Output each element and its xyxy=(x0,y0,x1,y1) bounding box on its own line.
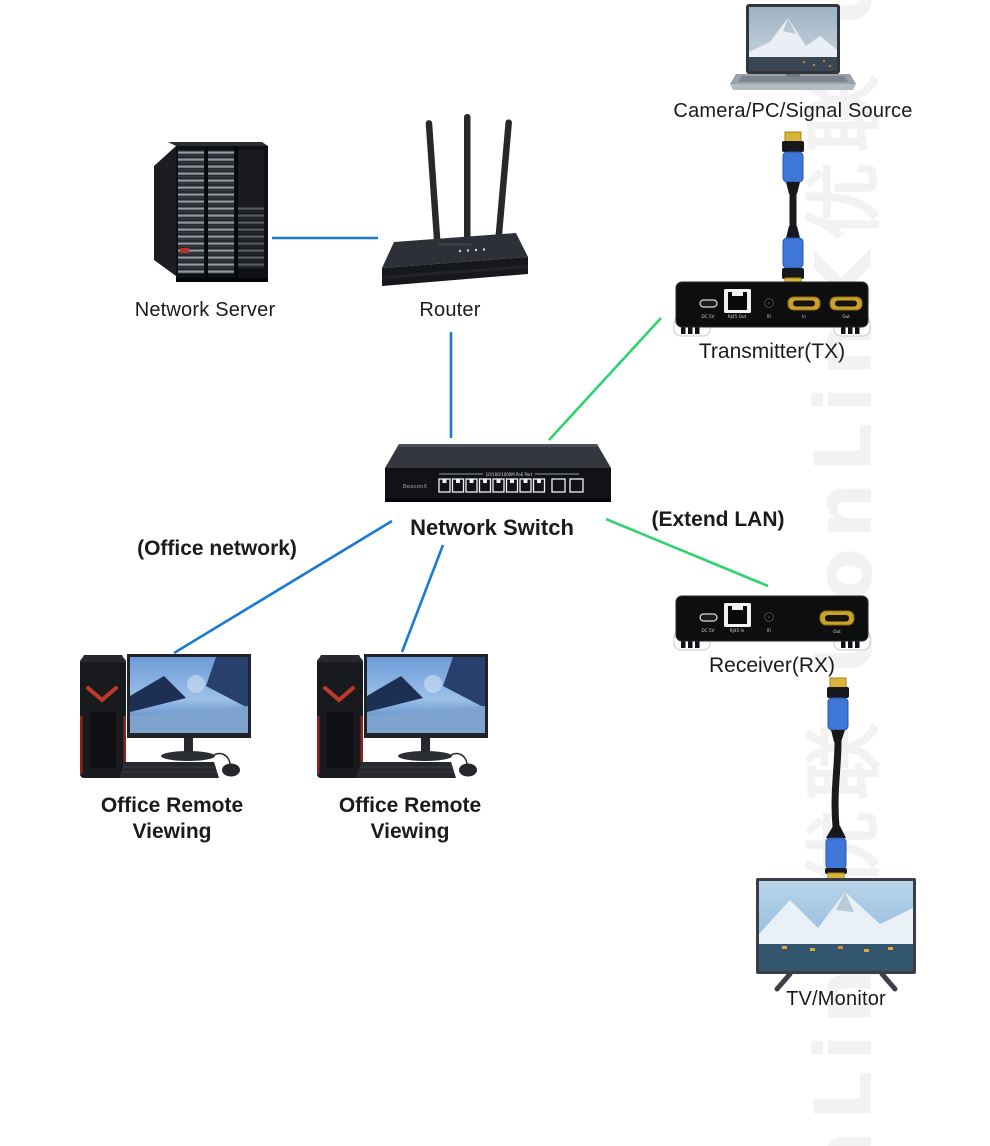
router-leds xyxy=(438,243,486,253)
switch-panel-text: 10/100/1000M PoE Port xyxy=(486,472,533,477)
pc-tower xyxy=(317,655,363,778)
switch-brand: BeeconX xyxy=(403,484,427,490)
transmitter-label: Transmitter(TX) xyxy=(698,340,846,363)
edge-switch-pc1 xyxy=(173,519,393,655)
office-pc-2-label-line2: Viewing xyxy=(370,820,450,843)
router-image xyxy=(382,114,528,286)
office-pc-2-label-line1: Office Remote xyxy=(338,794,482,817)
receiver-label: Receiver(RX) xyxy=(708,654,836,677)
office-pc-1-label: Office Remote Viewing xyxy=(101,793,243,845)
transmitter-image: DC 5V RJ45 Out IR In Out xyxy=(673,281,871,337)
pc-mouse xyxy=(448,752,477,777)
pc-monitor xyxy=(364,654,488,761)
svg-text:Out: Out xyxy=(842,314,850,319)
pc-tower xyxy=(80,655,126,778)
network-switch-image: BeeconX 10/100/1000M PoE Port xyxy=(385,444,611,502)
pc-monitor xyxy=(127,654,251,761)
tv-image xyxy=(756,878,916,992)
usb-c-port: DC 5V xyxy=(699,299,718,319)
office-pc-1-image xyxy=(80,654,251,778)
laptop-image xyxy=(730,4,856,90)
hdmi-cable-top xyxy=(782,131,804,289)
svg-text:DC 5V: DC 5V xyxy=(701,628,714,633)
usb-c-port: DC 5V xyxy=(699,613,718,633)
rj45-port: RJ45 Out xyxy=(724,289,751,319)
ir-port: IR xyxy=(764,612,774,633)
pc-keyboard xyxy=(119,762,219,778)
office-network-label: (Office network) xyxy=(137,537,297,560)
rj45-port: RJ45 In xyxy=(724,603,751,633)
switch-port-pins xyxy=(442,479,541,483)
pc-keyboard xyxy=(356,762,456,778)
hdmi-out-port: Out xyxy=(829,296,863,319)
edge-switch-receiver xyxy=(605,517,769,588)
office-pc-2-label: Office Remote Viewing xyxy=(339,793,481,845)
svg-text:RJ45 Out: RJ45 Out xyxy=(728,314,747,319)
tv-label: TV/Monitor xyxy=(786,988,886,1010)
edge-switch-pc2 xyxy=(400,544,445,653)
svg-text:RJ45 In: RJ45 In xyxy=(730,628,745,633)
server-rack-image xyxy=(154,142,268,282)
svg-text:In: In xyxy=(802,314,806,319)
pc-mouse xyxy=(211,752,240,777)
hdmi-cable-bottom xyxy=(825,677,849,881)
office-pc-1-label-line1: Office Remote xyxy=(100,794,244,817)
hdmi-in-port: In xyxy=(787,296,821,319)
edge-switch-transmitter xyxy=(548,317,662,441)
svg-text:Out: Out xyxy=(833,629,841,634)
signal-source-label: Camera/PC/Signal Source xyxy=(673,100,913,122)
network-switch-label: Network Switch xyxy=(410,515,574,540)
router-antennas xyxy=(425,114,512,243)
extend-lan-label: (Extend LAN) xyxy=(651,508,785,531)
svg-text:IR: IR xyxy=(767,628,771,633)
hdmi-out-port: Out xyxy=(819,610,855,634)
receiver-image: DC 5V RJ45 In IR Out xyxy=(673,595,871,651)
svg-text:DC 5V: DC 5V xyxy=(701,314,714,319)
router-label: Router xyxy=(419,299,481,321)
ir-port: IR xyxy=(764,298,774,319)
office-pc-1-label-line2: Viewing xyxy=(132,820,212,843)
network-server-label: Network Server xyxy=(134,299,276,321)
svg-text:IR: IR xyxy=(767,314,771,319)
office-pc-2-image xyxy=(317,654,488,778)
